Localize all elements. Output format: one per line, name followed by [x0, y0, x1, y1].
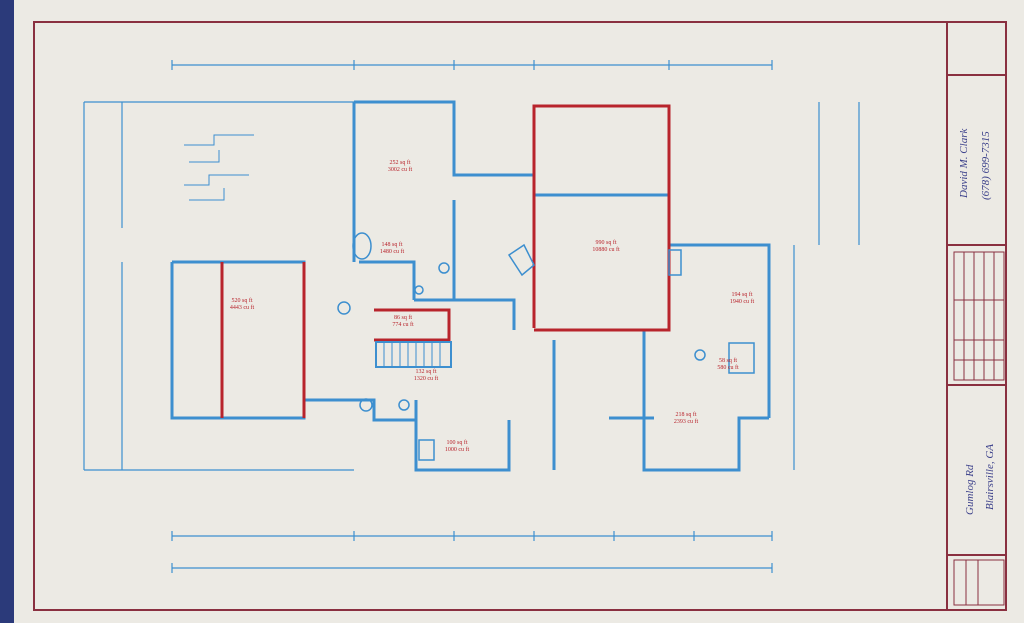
fixtures [337, 232, 755, 461]
designer-name: David M. Clark [958, 128, 970, 198]
stairs [375, 341, 452, 368]
designer-phone: (678) 699-7315 [980, 131, 992, 200]
revision-grid [953, 251, 1005, 606]
highlighted-walls [220, 104, 671, 418]
legend-sketch [184, 134, 254, 201]
dimension-lines [83, 60, 860, 573]
sheet-border [33, 21, 1007, 611]
project-road: Gumlog Rd [964, 464, 976, 515]
floor-plan-drawing [33, 21, 1007, 611]
project-city: Blairsville, GA [984, 444, 996, 510]
